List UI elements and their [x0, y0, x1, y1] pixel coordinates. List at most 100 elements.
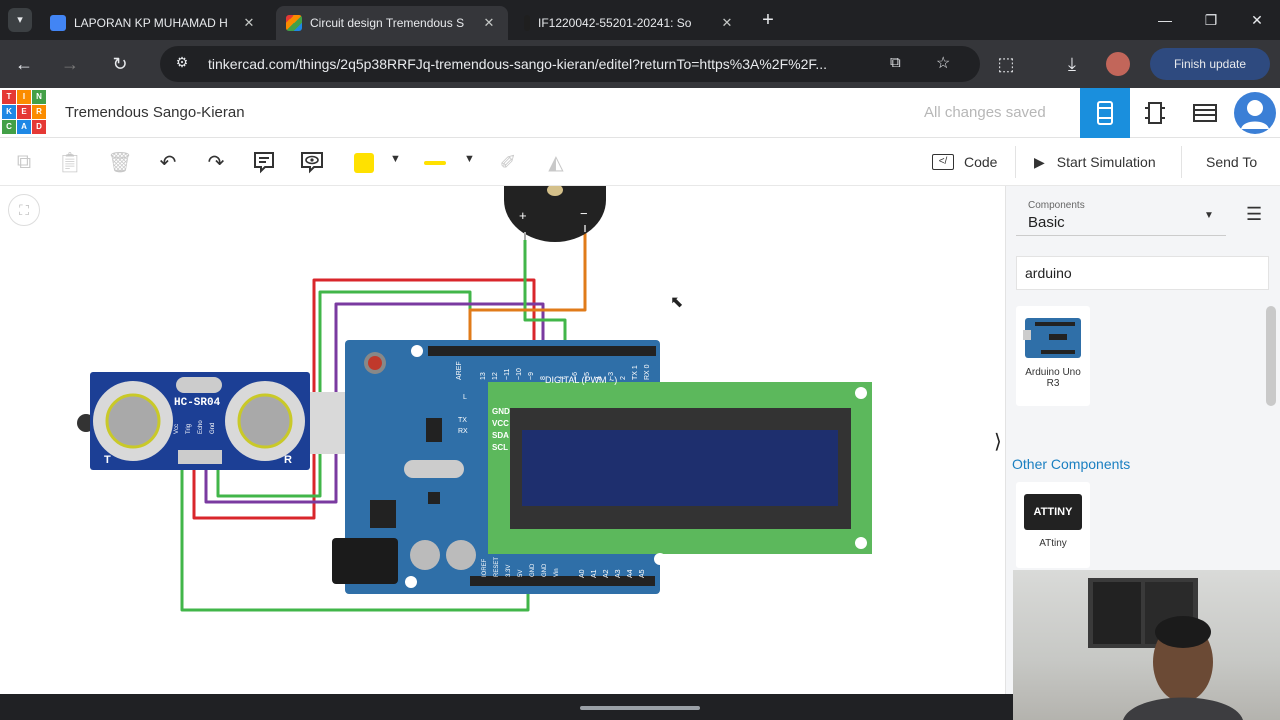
tab-circuit-design[interactable]: Circuit design Tremendous S ✕	[276, 6, 508, 40]
notes-icon[interactable]	[250, 148, 278, 176]
paste-icon[interactable]: 📋︎	[57, 151, 83, 174]
arduino-led-label: TX	[458, 417, 467, 424]
start-simulation-button[interactable]: ▶ Start Simulation	[1022, 146, 1182, 178]
wire-tool-icon[interactable]: ✐	[499, 151, 517, 174]
design-title[interactable]: Tremendous Sango-Kieran	[65, 104, 245, 121]
taskbar	[0, 694, 1013, 720]
restore-icon[interactable]: ❐	[1204, 12, 1218, 28]
close-icon[interactable]: ✕	[721, 15, 733, 30]
minimize-icon[interactable]: —	[1158, 12, 1172, 28]
tab-list-button[interactable]: ▾	[8, 8, 32, 32]
list-view-icon[interactable]: ☰	[1246, 204, 1263, 224]
extensions-icon[interactable]: ⬚	[997, 54, 1015, 74]
circuit-view-button[interactable]	[1080, 88, 1130, 138]
pin-label: ~9	[528, 372, 535, 380]
panel-scrollbar[interactable]	[1266, 306, 1276, 406]
copy-icon[interactable]: ⧉	[16, 150, 32, 173]
code-label: Code	[964, 154, 998, 170]
code-button[interactable]: </ Code	[932, 146, 1016, 178]
arduino-led-label: RX	[458, 428, 468, 435]
attiny-icon: ATTINY	[1024, 494, 1082, 530]
buzzer-pin-label: −	[580, 206, 588, 221]
site-info-icon[interactable]: ⚙	[175, 54, 189, 70]
sensor-pin-label: Vcc	[174, 423, 180, 434]
lcd-module	[488, 382, 872, 565]
pin-label: A5	[639, 569, 646, 578]
tab-favicon	[524, 15, 530, 31]
cast-icon[interactable]: ⧉	[890, 54, 901, 71]
view-notes-icon[interactable]	[298, 148, 326, 176]
forward-icon[interactable]: →	[61, 54, 79, 74]
pin-label: GND	[542, 563, 548, 577]
lcd-pin-label: GND	[492, 407, 510, 416]
profile-avatar[interactable]	[1106, 52, 1130, 76]
table-icon	[1193, 104, 1217, 122]
browser-tab-strip: ▾ LAPORAN KP MUHAMAD H ✕ Circuit design …	[0, 0, 1280, 40]
pin-label: A0	[579, 569, 586, 578]
pin-label: 12	[492, 372, 499, 380]
lcd-pin-label: VCC	[492, 419, 509, 428]
component-list-view-button[interactable]	[1180, 88, 1230, 138]
close-icon[interactable]: ✕	[243, 15, 255, 30]
pin-label: ~11	[504, 368, 511, 380]
close-window-icon[interactable]: ✕	[1251, 12, 1263, 28]
editor-toolbar: ⧉ 📋︎ 🗑︎ ↶ ↷ ▼ ▼ ✐ ◭ </ Code ▶ Start Simu…	[0, 138, 1280, 186]
other-components-heading: Other Components	[1012, 456, 1131, 472]
component-name: ATtiny	[1039, 538, 1067, 549]
fill-color-picker[interactable]: ▼	[346, 152, 406, 174]
sensor-pin-label: Gnd	[210, 422, 216, 434]
pin-label: A3	[615, 569, 622, 578]
pin-label: AREF	[456, 361, 463, 380]
schematic-view-button[interactable]	[1130, 88, 1180, 138]
component-attiny[interactable]: ATTINY ATtiny	[1016, 482, 1090, 568]
components-label: Components	[1028, 200, 1085, 211]
wire-orange	[468, 230, 587, 352]
url-text: tinkercad.com/things/2q5p38RRFJq-tremend…	[208, 56, 828, 72]
wire-color-picker[interactable]: ▼	[418, 152, 478, 174]
taskbar-handle	[580, 706, 700, 710]
new-tab-button[interactable]: +	[762, 9, 774, 31]
component-search-input[interactable]: arduino	[1016, 256, 1269, 290]
fit-view-icon[interactable]: ⛶	[8, 194, 40, 226]
delete-icon[interactable]: 🗑︎	[107, 151, 133, 174]
bookmark-star-icon[interactable]: ☆	[936, 55, 951, 72]
wire-green-gnd	[180, 468, 530, 612]
webcam-scene	[1088, 578, 1243, 720]
ultrasonic-sensor	[77, 372, 310, 470]
user-avatar[interactable]	[1230, 88, 1280, 138]
components-value: Basic	[1028, 214, 1065, 231]
download-icon[interactable]: ⤓	[1068, 54, 1076, 74]
back-icon[interactable]: ←	[15, 54, 33, 74]
circuit-canvas[interactable]: ⛶	[0, 186, 1005, 694]
send-to-button[interactable]: Send To	[1206, 154, 1258, 170]
docs-icon	[50, 15, 66, 31]
components-dropdown[interactable]: Components Basic ▼	[1016, 192, 1226, 236]
finish-update-button[interactable]: Finish update	[1150, 48, 1270, 80]
redo-icon[interactable]: ↷	[207, 151, 225, 174]
chevron-down-icon: ▼	[464, 153, 475, 165]
buzzer-pin-label: +	[519, 208, 527, 223]
undo-icon[interactable]: ↶	[159, 151, 177, 174]
flip-icon[interactable]: ◭	[548, 151, 564, 174]
pin-label: A4	[627, 569, 634, 578]
save-status: All changes saved	[924, 104, 1046, 121]
component-arduino-uno[interactable]: Arduino Uno R3	[1016, 306, 1090, 406]
pin-label: A2	[603, 569, 610, 578]
reload-icon[interactable]: ↻	[112, 54, 128, 74]
address-bar[interactable]: ⚙ tinkercad.com/things/2q5p38RRFJq-treme…	[160, 46, 980, 82]
tab-if1220042[interactable]: IF1220042-55201-20241: So ✕	[514, 6, 746, 40]
circuit-drawing	[77, 186, 872, 612]
pin-label: ~6	[572, 372, 579, 380]
tinkercad-icon	[286, 15, 302, 31]
pin-label: 4	[596, 376, 603, 380]
lcd-pin-label: SDA	[492, 431, 509, 440]
wire-color-swatch	[424, 161, 446, 165]
close-icon[interactable]: ✕	[483, 15, 495, 30]
collapse-panel-icon[interactable]: ⟩	[994, 431, 1002, 453]
tab-laporan[interactable]: LAPORAN KP MUHAMAD H ✕	[40, 6, 268, 40]
lcd-pin-label: SCL	[492, 443, 508, 452]
pin-label: 13	[480, 372, 487, 380]
tab-title: IF1220042-55201-20241: So	[538, 16, 692, 30]
